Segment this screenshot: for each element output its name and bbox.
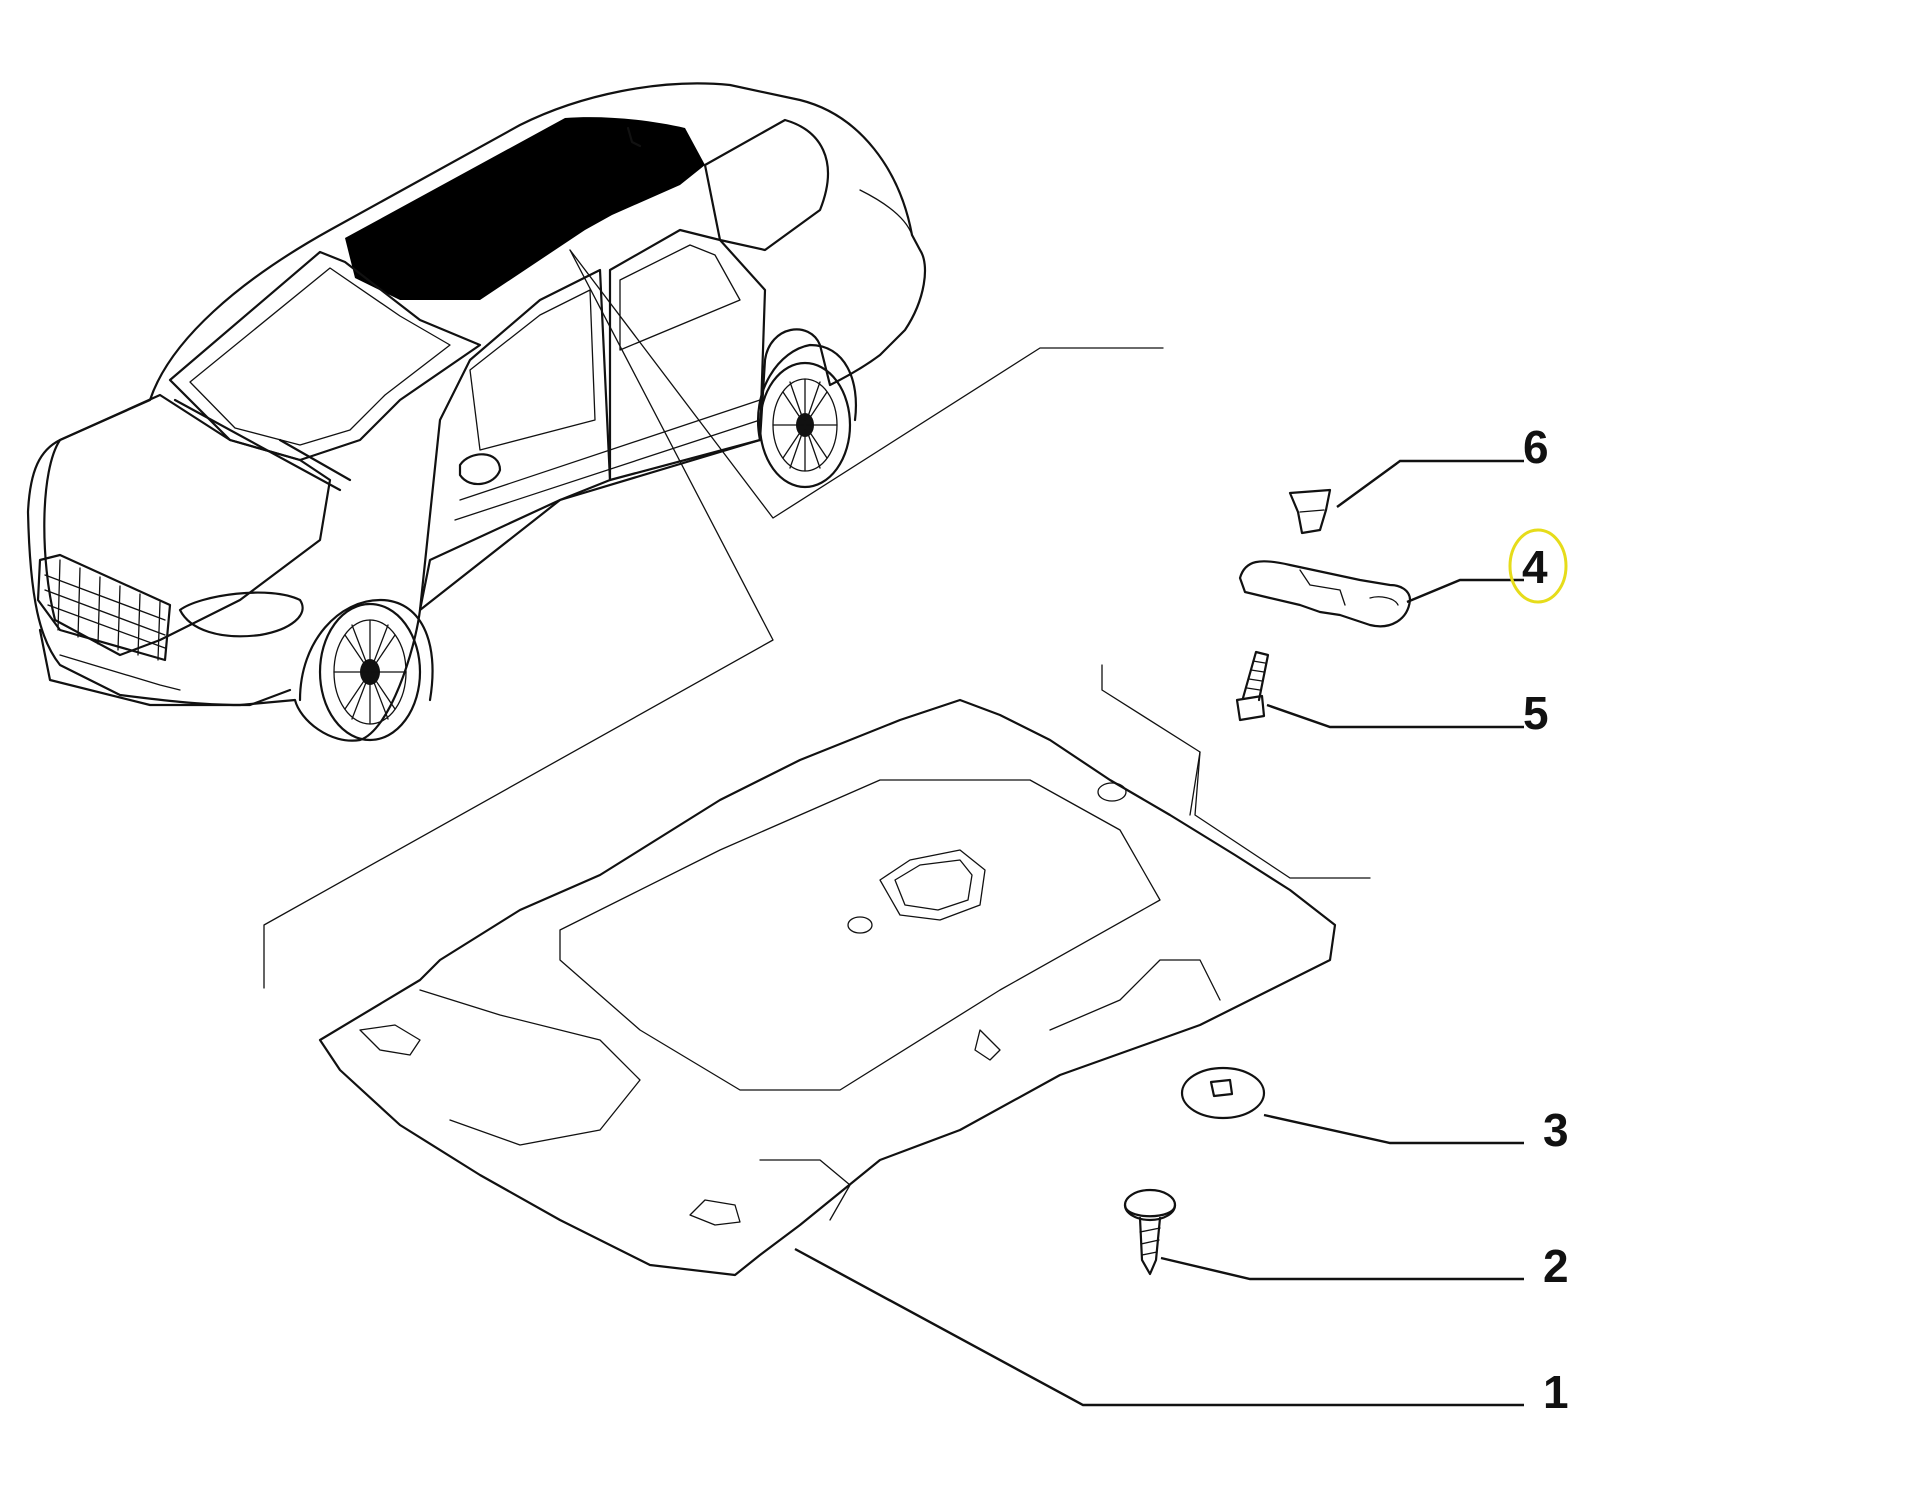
bolt-part bbox=[1235, 650, 1270, 722]
grab-handle-part bbox=[1238, 560, 1412, 628]
callout-4: 4 bbox=[1522, 541, 1548, 593]
front-wheel bbox=[318, 602, 422, 742]
leader-4 bbox=[1406, 578, 1524, 604]
sleeve-part bbox=[1288, 488, 1332, 535]
callout-1: 1 bbox=[1543, 1366, 1569, 1418]
callout-2: 2 bbox=[1543, 1240, 1569, 1292]
rear-wheel bbox=[758, 361, 852, 489]
leader-3 bbox=[1263, 1113, 1524, 1145]
leader-5 bbox=[1266, 703, 1524, 729]
highlight-ring bbox=[1508, 528, 1568, 604]
guide-lines bbox=[263, 249, 1371, 989]
callout-numbers: 6 4 5 3 2 1 bbox=[1522, 421, 1569, 1418]
roof-panel bbox=[345, 117, 705, 301]
callout-6: 6 bbox=[1523, 421, 1549, 473]
clip-part bbox=[1180, 1066, 1266, 1120]
car-illustration bbox=[26, 82, 927, 742]
leader-lines bbox=[794, 459, 1524, 1407]
screw-part bbox=[1123, 1188, 1177, 1276]
callout-3: 3 bbox=[1543, 1104, 1569, 1156]
leader-6 bbox=[1336, 459, 1524, 508]
callout-5: 5 bbox=[1523, 687, 1549, 739]
headliner-panel bbox=[318, 698, 1337, 1277]
leader-1 bbox=[794, 1247, 1524, 1407]
leader-2 bbox=[1160, 1256, 1524, 1281]
